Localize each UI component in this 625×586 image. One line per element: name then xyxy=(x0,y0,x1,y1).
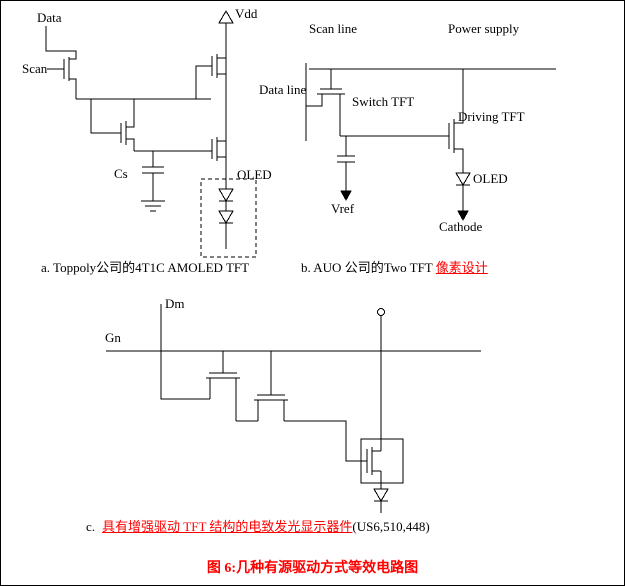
ground-symbol xyxy=(141,200,165,212)
scan-switch-tft-symbol xyxy=(47,57,77,99)
circuit-b xyxy=(305,63,556,222)
label-data-line: Data line xyxy=(259,82,307,97)
storage-capacitor-symbol xyxy=(337,136,355,202)
label-dm: Dm xyxy=(165,296,185,311)
label-driving-tft: Driving TFT xyxy=(458,109,525,124)
caption-c-prefix: c. xyxy=(86,519,96,534)
mid-tft-symbol xyxy=(90,99,135,151)
output-tft-box xyxy=(360,438,404,484)
caption-a-text: a. Toppoly公司的4T1C AMOLED TFT xyxy=(41,260,250,275)
label-scan: Scan xyxy=(22,61,48,76)
oled-diode-symbol xyxy=(455,172,471,222)
caption-b-highlight: 像素设计 xyxy=(435,260,488,275)
second-tft-symbol xyxy=(254,351,288,421)
caption-c-highlight: 具有增强驱动 TFT 结构的电致发光显示器件 xyxy=(102,519,353,534)
driving-tft-symbol xyxy=(448,69,464,173)
caption-c-suffix: (US6,510,448) xyxy=(352,519,430,534)
dm-line xyxy=(160,304,210,400)
first-tft-symbol xyxy=(206,351,240,421)
caption-b: b. AUO 公司的Two TFT 像素设计 xyxy=(301,260,488,276)
label-cathode: Cathode xyxy=(439,219,483,234)
label-cs: Cs xyxy=(114,166,128,181)
driving-tft-symbol xyxy=(211,137,226,161)
label-gn: Gn xyxy=(105,330,121,345)
label-oled-b: OLED xyxy=(473,171,508,186)
output-diode-symbol xyxy=(373,488,389,513)
caption-a: a. Toppoly公司的4T1C AMOLED TFT xyxy=(41,260,249,276)
switch-tft-symbol xyxy=(306,69,345,136)
label-switch-tft: Switch TFT xyxy=(352,94,415,109)
figure-caption: 图 6:几种有源驱动方式等效电路图 xyxy=(206,561,419,576)
circuit-c xyxy=(106,304,481,513)
data-wire xyxy=(45,26,77,60)
output-tft-symbol xyxy=(366,447,382,489)
output-terminal-circle xyxy=(377,308,385,451)
vdd-terminal-symbol xyxy=(218,10,234,179)
label-vdd: Vdd xyxy=(235,6,258,21)
caption-c: c. 具有增强驱动 TFT 结构的电致发光显示器件(US6,510,448) xyxy=(86,519,430,535)
label-scan-line: Scan line xyxy=(309,21,358,36)
oled-diode-symbol xyxy=(218,179,234,249)
label-power-supply: Power supply xyxy=(448,21,520,36)
label-oled-a: OLED xyxy=(237,167,272,182)
oled-dashed-box xyxy=(200,178,257,258)
label-data: Data xyxy=(37,10,62,25)
top-tft-symbol xyxy=(195,54,226,99)
caption-b-text: b. AUO 公司的Two TFT xyxy=(301,260,436,275)
circuit-a xyxy=(45,10,257,258)
series-wires xyxy=(236,420,367,462)
label-vref: Vref xyxy=(331,201,355,216)
storage-capacitor-symbol xyxy=(142,151,164,201)
